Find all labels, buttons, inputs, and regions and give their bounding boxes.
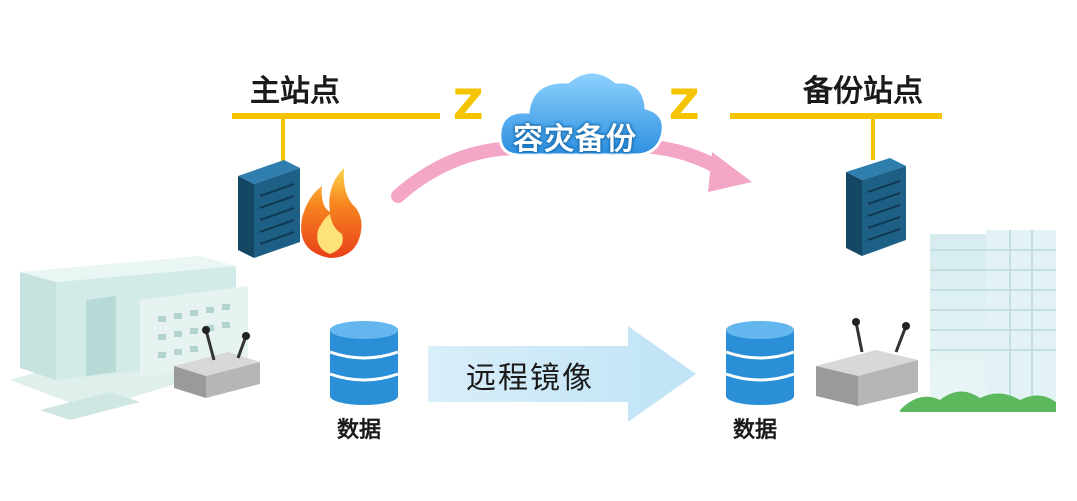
pink-arrow-left xyxy=(391,141,522,203)
database-left-icon xyxy=(329,321,399,405)
main-link-line xyxy=(232,113,440,165)
link-symbol-left: Z xyxy=(453,80,484,129)
fire-icon xyxy=(301,168,362,258)
main-server-icon xyxy=(238,160,300,258)
data-left-label: 数据 xyxy=(337,418,382,443)
cloud-backup-label: 容灾备份 xyxy=(513,122,637,157)
remote-mirror-label: 远程镜像 xyxy=(466,361,594,396)
main-router-icon xyxy=(174,326,260,398)
database-right-icon xyxy=(725,321,795,405)
pink-arrow-right xyxy=(638,139,752,192)
link-symbol-right: Z xyxy=(669,80,700,129)
backup-buildings-icon xyxy=(900,230,1056,412)
backup-site-label: 备份站点 xyxy=(803,74,923,109)
cloud-icon xyxy=(498,70,665,157)
backup-link-line xyxy=(730,113,942,160)
data-right-label: 数据 xyxy=(733,418,778,443)
backup-server-icon xyxy=(846,158,906,256)
mirror-arrow xyxy=(428,326,696,422)
main-site-label: 主站点 xyxy=(250,74,340,109)
backup-router-icon xyxy=(816,318,918,406)
